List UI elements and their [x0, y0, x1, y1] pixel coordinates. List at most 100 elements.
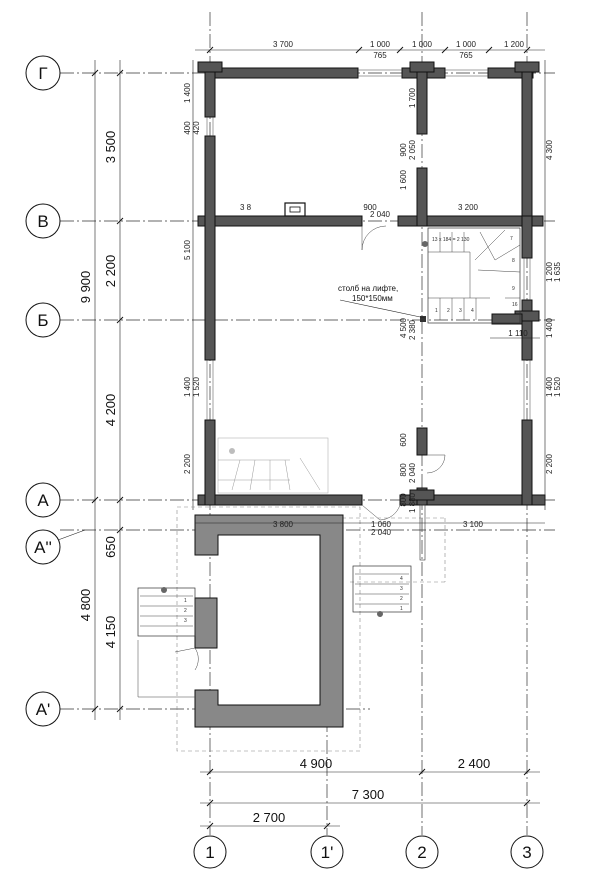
axis-label-3: 3 [522, 843, 531, 862]
stair-num-3: 3 [459, 308, 462, 314]
wall-3-v [521, 215, 533, 259]
stair-num-4: 4 [471, 308, 474, 314]
dim-left-4800: 4 800 [78, 589, 93, 622]
axis-bubble-a1 [25, 691, 61, 727]
left-dimension-chains: 9 900 3 500 2 200 4 200 4 800 650 4 150 [78, 60, 124, 720]
dim-800: 800 [399, 463, 408, 477]
door-v [361, 225, 387, 251]
dim-900v: 900 [399, 143, 408, 157]
axis-label-v: В [37, 212, 48, 231]
dim-top-1000b: 1 000 [412, 40, 433, 49]
ghost-staircase [217, 437, 329, 494]
dim-wl-1400b: 1 400 [183, 376, 192, 397]
top-dimension-chain: 3 700 1 000 765 1 000 1 000 765 1 200 [195, 40, 545, 60]
dim-bottom-2700: 2 700 [253, 810, 286, 825]
doors [361, 225, 446, 521]
dim-3800: 3 800 [273, 520, 294, 529]
main-staircase: 13 x 184 = 2 130 1 2 3 4 7 8 9 16 столб … [338, 227, 521, 324]
wall-top-left [204, 67, 359, 79]
dim-3800-top: 3 8 [240, 203, 252, 212]
lstair-num-3: 3 [184, 618, 187, 624]
dim-top-3700: 3 700 [273, 40, 294, 49]
inner-dimensions: 1 700 2 050 900 1 600 4 300 3 8 900 2 04… [240, 60, 562, 513]
bottom-dimension-chains: 4 900 2 400 7 300 2 700 [200, 756, 540, 830]
dim-left-9900: 9 900 [78, 271, 93, 304]
post-marker [422, 241, 428, 247]
axis-bubble-1 [193, 835, 227, 869]
wall-v-left [197, 215, 363, 227]
axis-label-a: А [37, 491, 49, 510]
corner-g2 [409, 61, 435, 73]
axis-label-1p: 1' [321, 843, 334, 862]
dim-4300: 4 300 [545, 139, 554, 160]
stair-num-9: 9 [512, 286, 515, 292]
stair-num-16: 16 [512, 302, 518, 308]
dim-wl-5100: 5 100 [183, 239, 192, 260]
chimney-flue [289, 206, 301, 213]
dim-1635: 1 635 [553, 261, 562, 282]
dim-1400r: 1 400 [545, 317, 554, 338]
lift-post [420, 316, 426, 322]
dim-1600: 1 600 [399, 169, 408, 190]
wall-1-top [204, 67, 216, 118]
stair-note: 13 x 184 = 2 130 [432, 237, 470, 243]
dim-2050: 2 050 [408, 139, 417, 160]
rstair-num-1: 1 [400, 606, 403, 612]
stair-num-8: 8 [512, 258, 515, 264]
dim-left-3500: 3 500 [103, 131, 118, 164]
windows [206, 69, 531, 420]
axis-bubble-b [25, 302, 61, 338]
dim-1110: 1 110 [508, 329, 528, 338]
wall-1-mid [204, 135, 216, 361]
bottom-inner-dims: 3 800 1 060 2 040 3 100 [195, 520, 545, 537]
post-note-line1: столб на лифте, [338, 284, 398, 293]
wall-3-b [521, 299, 533, 361]
door-a [361, 504, 401, 521]
rstair-num-3: 3 [400, 586, 403, 592]
dim-top-1000c: 1 000 [456, 40, 477, 49]
dim-4500: 4 500 [399, 317, 408, 338]
dim-wl-420: 420 [192, 121, 201, 135]
wall-2-mid [416, 167, 428, 227]
dim-2040c: 2 040 [371, 528, 392, 537]
dim-left-2200: 2 200 [103, 255, 118, 288]
axis-bubble-a [25, 482, 61, 518]
stair-num-7: 7 [510, 236, 513, 242]
dim-wl-1520a: 1 520 [192, 376, 201, 397]
wall-side-left-dims: 1 400 400 420 5 100 1 400 1 520 2 200 [183, 60, 201, 510]
axis-bubble-g [25, 55, 61, 91]
dim-top-1000a: 1 000 [370, 40, 391, 49]
dim-bottom-7300: 7 300 [352, 787, 385, 802]
axis-bubble-1p [310, 835, 344, 869]
post-note-line2: 150*150мм [352, 294, 393, 303]
dim-1400r2: 1 400 [545, 376, 554, 397]
dim-1700: 1 700 [408, 87, 417, 108]
foundation-wall [194, 514, 344, 728]
dim-800b: 800 [399, 493, 408, 507]
dim-3200: 3 200 [458, 203, 479, 212]
lower-block: 1 2 3 4 3 2 1 [137, 504, 446, 752]
dim-left-4150: 4 150 [103, 616, 118, 649]
axis-label-g: Г [38, 64, 47, 83]
dim-3100: 3 100 [463, 520, 484, 529]
wall-1-bottom [204, 419, 216, 506]
dim-2200r: 2 200 [545, 453, 554, 474]
post-note-leader [339, 299, 426, 319]
dim-bottom-2400: 2 400 [458, 756, 491, 771]
wall-3-top [521, 67, 533, 227]
foundation-pier [194, 597, 218, 649]
dim-left-650: 650 [103, 536, 118, 558]
dim-1520r: 1 520 [553, 376, 562, 397]
wall-2-top [416, 67, 428, 135]
axis-bubble-v [25, 203, 61, 239]
dim-wl-400: 400 [183, 121, 192, 135]
dim-left-4200: 4 200 [103, 394, 118, 427]
dim-wl-1400a: 1 400 [183, 82, 192, 103]
axis-bubbles-bottom: 1 1' 2 3 [193, 835, 544, 869]
axis-bubble-3 [510, 835, 544, 869]
dim-top-765a: 765 [373, 51, 387, 60]
stair-num-1: 1 [435, 308, 438, 314]
wall-top-right [487, 67, 534, 79]
rstair-num-4: 4 [400, 576, 403, 582]
axis-bubble-a2 [25, 529, 61, 565]
